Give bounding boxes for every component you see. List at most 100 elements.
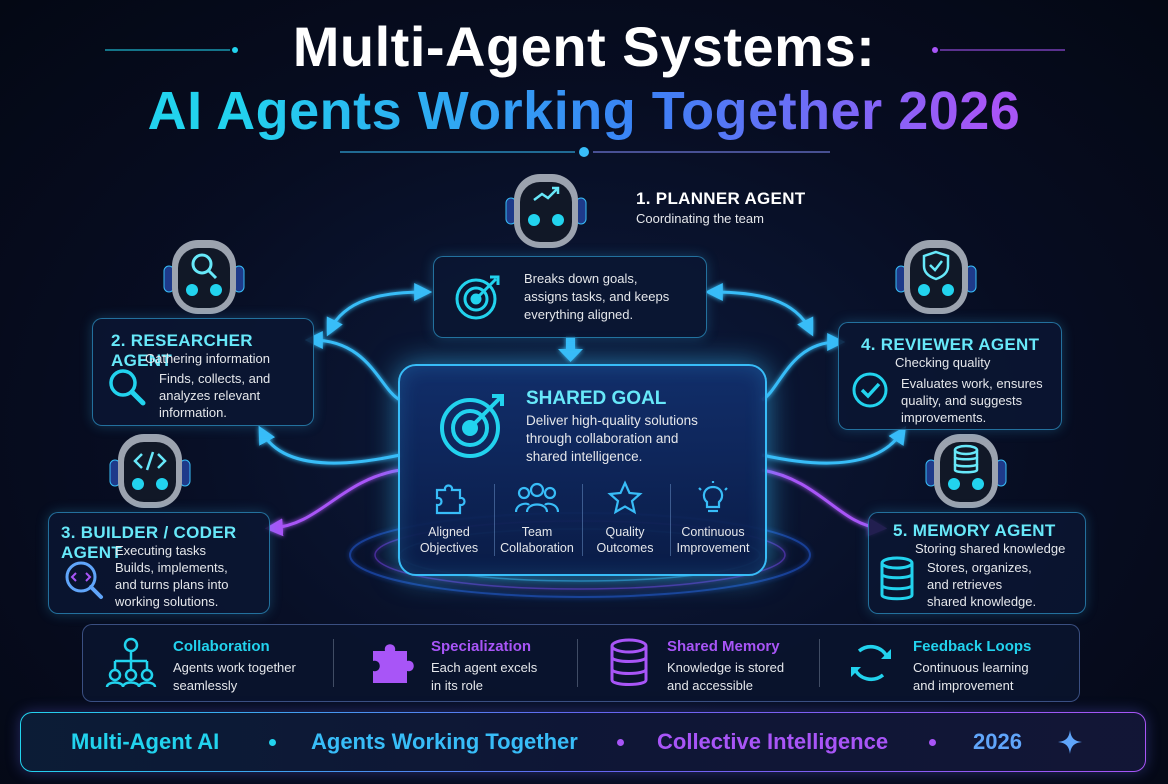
target-icon xyxy=(440,394,504,458)
arrow-reviewer-goal xyxy=(761,333,846,402)
shield-check-icon xyxy=(922,250,950,281)
strip-divider xyxy=(577,639,578,687)
feature-desc: Agents work together xyxy=(173,660,296,675)
researcher-desc-3: information. xyxy=(159,405,227,420)
code-icon xyxy=(133,451,167,471)
refresh-icon xyxy=(851,645,891,681)
feature-title: Specialization xyxy=(431,638,532,655)
feature-title: Feedback Loops xyxy=(913,638,1032,655)
target-icon xyxy=(455,275,500,320)
feature-desc: and accessible xyxy=(667,678,753,693)
planner-subtitle: Coordinating the team xyxy=(636,211,764,226)
arrow-goal-memory xyxy=(761,468,888,537)
arrow-goal-reviewer-loop xyxy=(761,426,906,465)
researcher-desc-1: Finds, collects, and xyxy=(159,371,271,386)
feature-title: Collaboration xyxy=(173,638,270,655)
trending-chart-icon xyxy=(533,186,560,201)
puzzle-icon xyxy=(435,484,466,515)
sparkle-icon xyxy=(1058,730,1082,754)
arrow-goal-researcher-loop xyxy=(258,425,401,465)
builder-robot-avatar xyxy=(109,434,191,508)
reviewer-subtitle: Checking quality xyxy=(895,355,991,370)
goal-divider xyxy=(582,484,583,556)
memory-robot-avatar xyxy=(925,434,1007,508)
magnifier-icon xyxy=(191,253,218,280)
memory-desc-1: Stores, organizes, xyxy=(927,560,1032,575)
memory-subtitle: Storing shared knowledge xyxy=(915,541,1066,556)
database-icon xyxy=(880,556,914,601)
title-divider-bottom xyxy=(340,147,830,157)
reviewer-desc-1: Evaluates work, ensures xyxy=(901,376,1043,391)
reviewer-panel: 4. REVIEWER AGENT Checking quality Evalu… xyxy=(838,322,1062,430)
arrow-planner-goal xyxy=(558,336,583,362)
feature-title: Shared Memory xyxy=(667,638,780,655)
star-icon xyxy=(607,480,643,515)
code-search-icon xyxy=(65,561,103,599)
memory-panel: 5. MEMORY AGENT Storing shared knowledge… xyxy=(868,512,1086,614)
memory-title: 5. MEMORY AGENT xyxy=(893,521,1056,540)
strip-divider xyxy=(819,639,820,687)
footer-dot xyxy=(269,739,276,746)
builder-subtitle: Executing tasks xyxy=(115,543,207,558)
memory-desc-2: and retrieves xyxy=(927,577,1003,592)
shared-goal-desc-1: Deliver high-quality solutions xyxy=(526,413,698,428)
feature-desc: in its role xyxy=(431,678,484,693)
footer-dot xyxy=(617,739,624,746)
page-title-line1: Multi-Agent Systems: xyxy=(292,15,876,78)
footer-item: Collective Intelligence xyxy=(657,729,889,754)
goal-divider xyxy=(670,484,671,556)
lightbulb-icon xyxy=(698,481,728,513)
reviewer-desc-3: improvements. xyxy=(901,410,987,425)
reviewer-title: 4. REVIEWER AGENT xyxy=(861,335,1040,354)
footer-dot xyxy=(929,739,936,746)
shared-goal-desc-2: through collaboration and xyxy=(526,431,679,446)
page-title-line2: AI Agents Working Together 2026 xyxy=(0,80,1168,142)
reviewer-robot-avatar xyxy=(895,240,977,314)
feature-desc: Knowledge is stored xyxy=(667,660,785,675)
builder-desc-3: working solutions. xyxy=(115,594,219,609)
footer-item: 2026 xyxy=(973,729,1022,754)
planner-title: 1. PLANNER AGENT xyxy=(636,189,806,208)
builder-desc-2: and turns plans into xyxy=(115,577,229,592)
footer-item: Multi-Agent AI xyxy=(71,729,220,754)
researcher-desc-2: analyzes relevant xyxy=(159,388,261,403)
database-icon xyxy=(610,638,648,686)
database-icon xyxy=(953,444,979,474)
feature-desc: Continuous learning xyxy=(913,660,1029,675)
shared-goal-desc-3: shared intelligence. xyxy=(526,449,643,464)
planner-desc-3: everything aligned. xyxy=(524,307,634,322)
arrow-goal-builder xyxy=(264,468,401,537)
builder-panel: 3. BUILDER / CODER AGENT Executing tasks… xyxy=(48,512,270,614)
goal-divider xyxy=(494,484,495,556)
builder-desc-1: Builds, implements, xyxy=(115,560,228,575)
footer-banner: Multi-Agent AI Agents Working Together C… xyxy=(20,712,1146,772)
strip-divider xyxy=(333,639,334,687)
title-divider-top xyxy=(105,47,1065,53)
shared-goal-panel: SHARED GOAL Deliver high-quality solutio… xyxy=(398,364,767,576)
builder-title: 3. BUILDER / CODER AGENT xyxy=(61,523,237,562)
researcher-subtitle: Gathering information xyxy=(145,351,271,366)
reviewer-desc-2: quality, and suggests xyxy=(901,393,1023,408)
feature-desc: Each agent excels xyxy=(431,660,538,675)
researcher-panel: 2. RESEARCHER AGENT Gathering informatio… xyxy=(92,318,314,426)
arrow-planner-researcher xyxy=(326,283,433,337)
arrow-researcher-goal xyxy=(304,331,401,402)
check-circle-icon xyxy=(852,372,888,408)
researcher-robot-avatar xyxy=(163,240,245,314)
planner-desc-2: assigns tasks, and keeps xyxy=(524,289,670,304)
team-icon xyxy=(515,482,559,513)
shared-goal-title: SHARED GOAL xyxy=(526,388,667,409)
planner-desc-1: Breaks down goals, xyxy=(524,271,638,286)
features-strip: Collaboration Agents work together seaml… xyxy=(82,624,1080,702)
network-icon xyxy=(105,637,157,688)
magnifier-icon xyxy=(109,369,146,406)
planner-robot-avatar xyxy=(505,174,587,248)
feature-desc: seamlessly xyxy=(173,678,238,693)
puzzle-icon xyxy=(373,644,414,683)
